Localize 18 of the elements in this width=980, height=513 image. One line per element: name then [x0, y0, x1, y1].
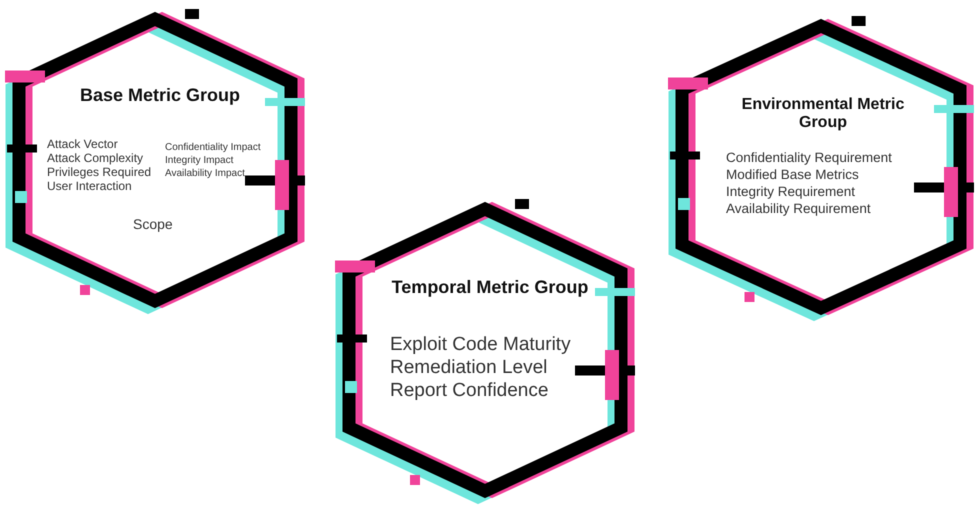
- metric-name: Integrity Impact: [165, 155, 234, 166]
- group-title: Temporal Metric Group: [390, 277, 590, 298]
- metric-name: Attack Vector: [47, 138, 118, 152]
- group-title: Environmental Metric Group: [740, 96, 906, 133]
- metric-name: Scope: [133, 216, 173, 232]
- metric-name: Privileges Required: [47, 166, 152, 180]
- metric-name: Confidentiality Requirement: [726, 150, 892, 166]
- metric-name: Availability Impact: [165, 168, 245, 180]
- metric-name: Confidentiality Impact: [165, 142, 261, 154]
- metric-name: Report Confidence: [390, 380, 548, 402]
- metric-name: Attack Complexity: [47, 152, 144, 166]
- metric-name: Availability Requirement: [726, 201, 871, 217]
- metric-name: User Interaction: [47, 180, 132, 194]
- metric-name: Remediation Level: [390, 357, 548, 379]
- metric-name: Integrity Requirement: [726, 184, 856, 200]
- metric-name: Modified Base Metrics: [726, 167, 859, 183]
- group-title: Base Metric Group: [78, 85, 242, 106]
- metric-name: Exploit Code Maturity: [390, 334, 571, 356]
